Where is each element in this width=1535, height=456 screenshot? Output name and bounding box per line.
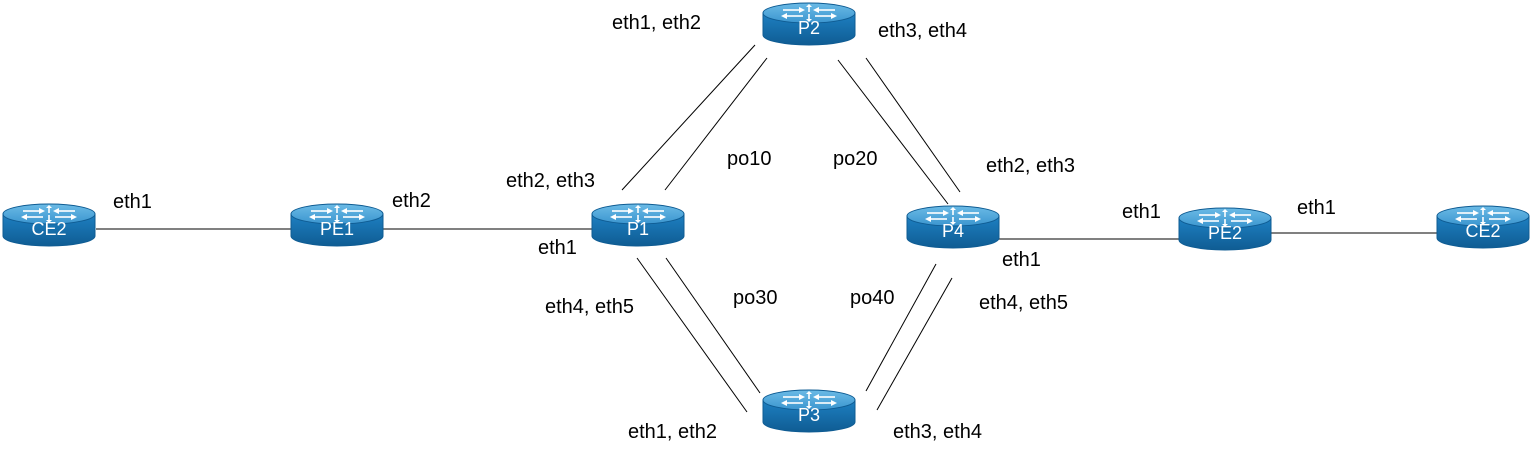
label-p3-eth3-eth4: eth3, eth4 <box>893 421 982 443</box>
router-pe2[interactable]: PE2 <box>1178 207 1272 251</box>
link-p2-p4-b <box>865 57 961 193</box>
link-p1-p2-a <box>621 44 756 191</box>
label-po10: po10 <box>727 148 772 170</box>
links <box>96 44 1440 413</box>
router-name: P4 <box>942 221 964 241</box>
label-ce2-right-eth1: eth1 <box>1297 197 1336 219</box>
label-pe2-eth1: eth1 <box>1122 201 1161 223</box>
router-name: CE2 <box>1465 221 1500 241</box>
router-ce2-right[interactable]: CE2 <box>1436 205 1530 249</box>
router-p1[interactable]: P1 <box>591 203 685 247</box>
router-name: CE2 <box>31 219 66 239</box>
router-p2[interactable]: P2 <box>762 2 856 46</box>
label-po20: po20 <box>833 148 878 170</box>
label-po40: po40 <box>850 287 895 309</box>
router-name: PE1 <box>320 219 354 239</box>
label-p1-eth2-eth3: eth2, eth3 <box>506 170 595 192</box>
label-p3-eth1-eth2: eth1, eth2 <box>628 421 717 443</box>
label-p4-eth1: eth1 <box>1002 249 1041 271</box>
label-p2-eth3-eth4: eth3, eth4 <box>878 20 967 42</box>
router-ce2-left[interactable]: CE2 <box>2 203 96 247</box>
router-icon <box>610 205 666 223</box>
router-p4[interactable]: P4 <box>906 205 1000 249</box>
router-p3[interactable]: P3 <box>762 389 856 433</box>
router-name: PE2 <box>1208 223 1242 243</box>
label-p1-eth4-eth5: eth4, eth5 <box>545 296 634 318</box>
router-icon <box>1455 207 1511 225</box>
router-name: P2 <box>798 18 820 38</box>
router-name: P1 <box>627 219 649 239</box>
router-icon <box>925 207 981 225</box>
router-name: P3 <box>798 405 820 425</box>
router-icon <box>781 391 837 409</box>
router-icon <box>1197 209 1253 227</box>
label-p2-eth1-eth2: eth1, eth2 <box>612 12 701 34</box>
link-p1-p2-b <box>664 57 768 191</box>
label-p1-eth1: eth1 <box>538 237 577 259</box>
router-icon <box>781 4 837 22</box>
label-ce2-left-eth1: eth1 <box>113 191 152 213</box>
link-p1-p3-b <box>665 257 761 394</box>
label-po30: po30 <box>733 287 778 309</box>
label-p4-eth2-eth3: eth2, eth3 <box>986 155 1075 177</box>
router-icon <box>309 205 365 223</box>
link-p4-p3-a <box>865 263 937 392</box>
router-icon <box>21 205 77 223</box>
label-p4-eth4-eth5: eth4, eth5 <box>979 292 1068 314</box>
label-pe1-eth2: eth2 <box>392 190 431 212</box>
link-p1-p3-a <box>636 257 748 413</box>
router-pe1[interactable]: PE1 <box>290 203 384 247</box>
link-p4-p3-b <box>876 277 953 411</box>
link-p2-p4-a <box>837 59 949 205</box>
